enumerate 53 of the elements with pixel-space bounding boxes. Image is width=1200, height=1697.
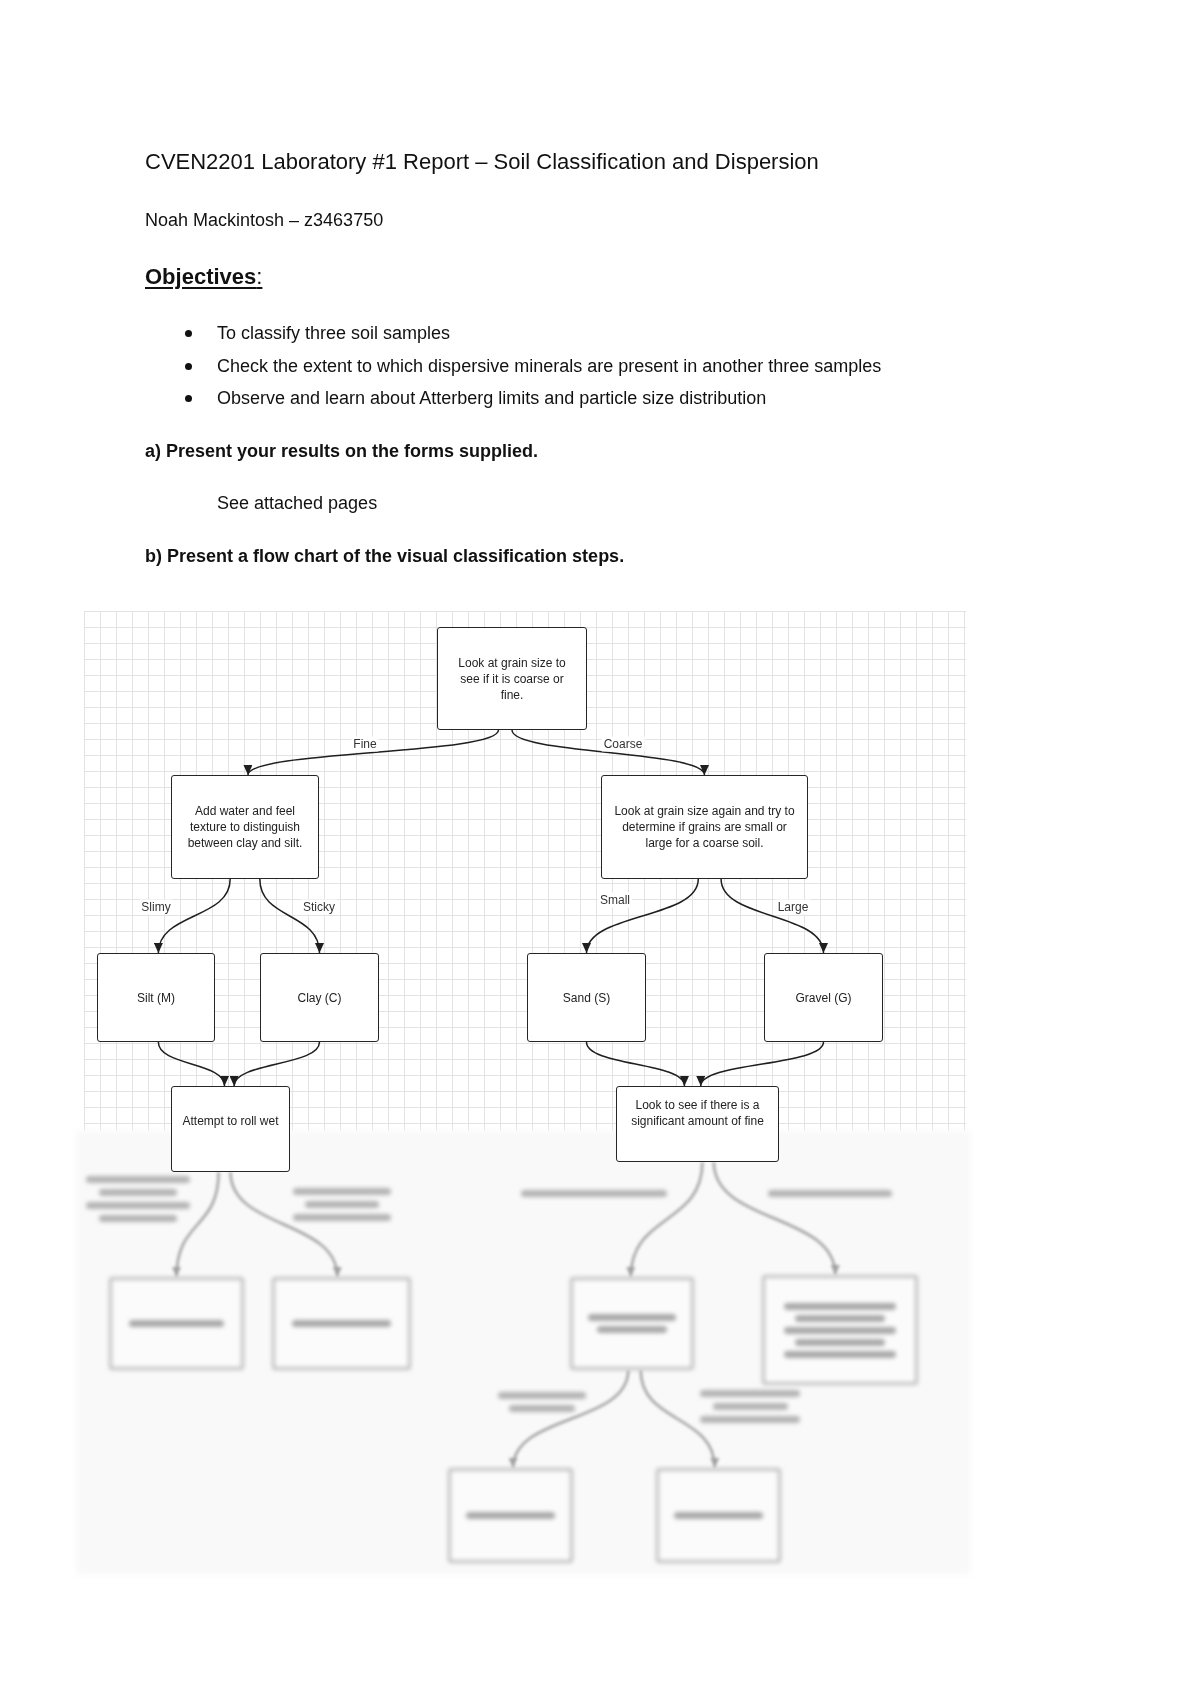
process-box — [656, 1468, 781, 1563]
arrow — [157, 1041, 227, 1087]
process-box — [448, 1468, 573, 1563]
step-text: Look at grain size to see if it is coarse or fine. — [457, 654, 567, 703]
arrow — [712, 1161, 839, 1276]
process-box — [527, 953, 646, 1042]
edge-label: Large — [775, 899, 811, 915]
process-box — [616, 1086, 779, 1162]
step-text: Attempt to roll wet — [182, 1113, 279, 1129]
arrow — [232, 1041, 321, 1087]
arrow — [172, 1171, 220, 1278]
arrow — [720, 878, 826, 954]
arrow — [585, 1041, 686, 1087]
edge-label: Small — [598, 892, 632, 908]
arrow — [584, 878, 700, 954]
step-text: Look at grain size again and try to determine if grains are small or large for a coarse soil. — [613, 803, 796, 851]
question-heading: a) Present your results on the forms supplied. — [145, 440, 539, 462]
bullet-text: Observe and learn about Atterberg limits and particle size distribution — [217, 387, 767, 409]
process-box — [762, 1275, 918, 1385]
arrow — [639, 1369, 719, 1469]
edge-label: Coarse — [601, 736, 645, 752]
bullet-text: Check the extent to which dispersive minerals are present in another three samples — [217, 355, 882, 377]
edge-label: Fine — [351, 736, 379, 752]
edge-label: Sticky — [301, 899, 337, 915]
step-text: Look to see if there is a significant amount of fine — [630, 1097, 765, 1129]
body-text: See attached pages — [217, 492, 378, 514]
step-text: Silt (M) — [137, 989, 175, 1006]
process-box — [601, 775, 808, 879]
process-box — [260, 953, 379, 1042]
question-heading: b) Present a flow chart of the visual classification steps. — [145, 545, 625, 567]
process-box — [272, 1277, 411, 1370]
step-text: Clay (C) — [297, 989, 342, 1006]
process-box — [97, 953, 215, 1042]
process-box — [171, 775, 319, 879]
arrow — [155, 878, 231, 954]
page-title: CVEN2201 Laboratory #1 Report – Soil Classification and Dispersion — [145, 149, 819, 175]
bullet-text: To classify three soil samples — [217, 322, 451, 344]
process-box — [171, 1086, 290, 1172]
section-heading: Objectives: — [145, 264, 263, 290]
process-box — [437, 627, 587, 730]
step-text: Sand (S) — [562, 989, 611, 1006]
arrow — [627, 1161, 704, 1278]
arrow — [511, 729, 706, 776]
process-box — [570, 1277, 694, 1370]
arrow — [259, 878, 323, 954]
process-box — [109, 1277, 244, 1370]
author-line: Noah Mackintosh – z3463750 — [145, 209, 384, 231]
step-text: Gravel (G) — [795, 989, 852, 1006]
step-text: Add water and feel texture to distinguish between clay and silt. — [186, 803, 304, 851]
edge-label: Slimy — [139, 899, 173, 915]
arrow — [510, 1369, 630, 1469]
process-box — [764, 953, 883, 1042]
arrow — [229, 1171, 341, 1278]
